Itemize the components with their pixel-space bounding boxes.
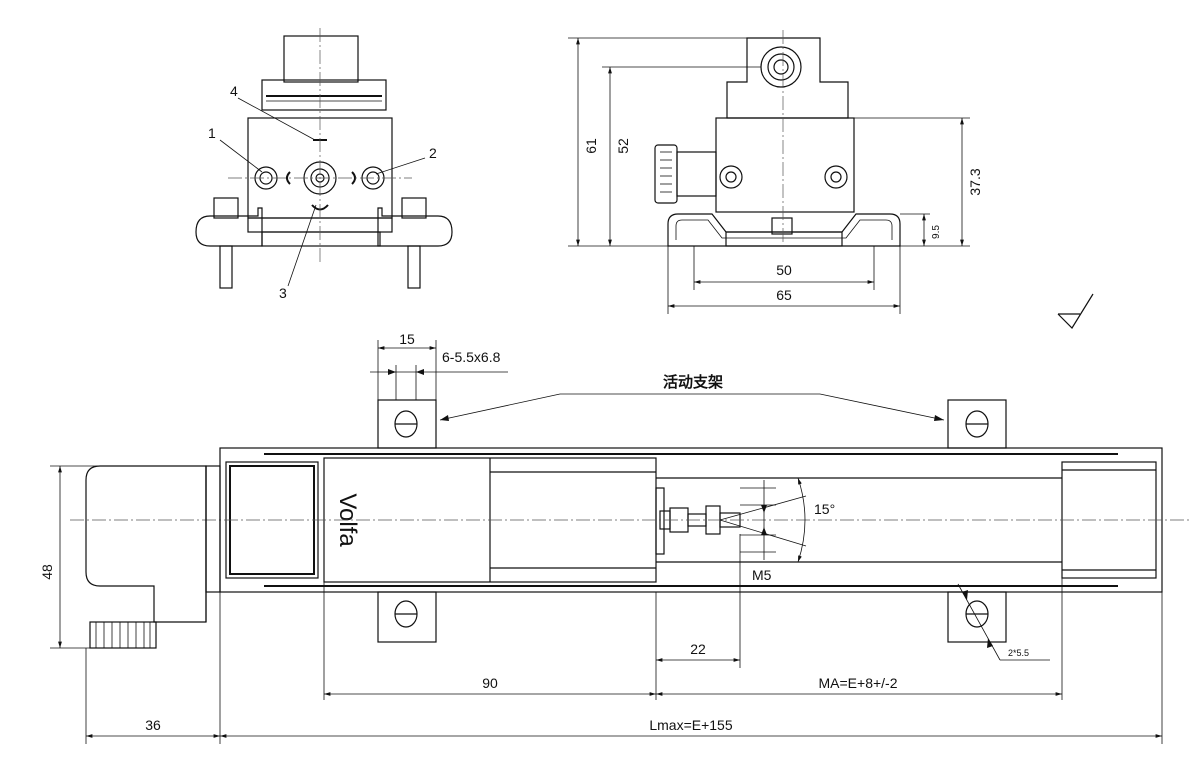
connector-side xyxy=(85,465,207,623)
pin-label-2: 2 xyxy=(429,145,437,161)
dim-22: 22 xyxy=(690,641,706,657)
angle-15: 15° xyxy=(814,501,835,517)
dim-36: 36 xyxy=(145,717,161,733)
dim-lmax: Lmax=E+155 xyxy=(649,717,732,733)
pin-label-4: 4 xyxy=(230,83,238,99)
movable-bracket-label: 活动支架 xyxy=(663,373,723,391)
dim-50: 50 xyxy=(776,262,792,278)
dim-37-3: 37.3 xyxy=(967,168,983,195)
bracket-bottom-left xyxy=(377,591,437,643)
pin-label-3: 3 xyxy=(279,285,287,301)
long-view: 15 6-5.5x6.8 活动支架 xyxy=(39,331,1190,744)
side-view: 61 52 37.3 9.5 50 65 xyxy=(568,30,983,314)
dim-65: 65 xyxy=(776,287,792,303)
hole-dim: 2*5.5 xyxy=(1008,648,1029,658)
slot-dim: 6-5.5x6.8 xyxy=(442,349,501,365)
dim-52: 52 xyxy=(615,138,631,154)
dim-ma: MA=E+8+/-2 xyxy=(819,675,898,691)
bracket-bottom-right xyxy=(947,591,1007,643)
dim-15: 15 xyxy=(399,331,415,347)
dim-61: 61 xyxy=(583,138,599,154)
dim-90: 90 xyxy=(482,675,498,691)
surface-finish-symbol xyxy=(1057,293,1094,329)
sensor-body-side xyxy=(715,117,855,213)
pin-label-1: 1 xyxy=(208,125,216,141)
dim-48: 48 xyxy=(39,564,55,580)
dim-9-5: 9.5 xyxy=(931,225,942,239)
front-view: 4 1 2 3 xyxy=(195,28,453,301)
connector-plug xyxy=(283,35,359,83)
thread-m5: M5 xyxy=(752,567,772,583)
